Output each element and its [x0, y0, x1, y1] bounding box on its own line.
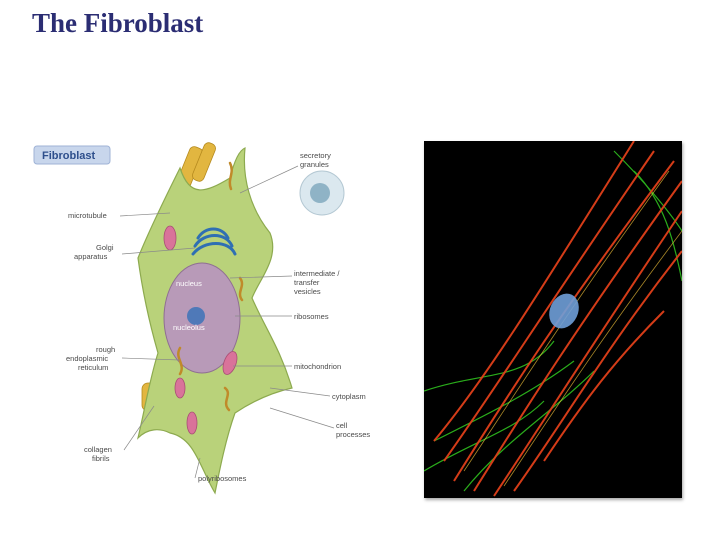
label-ribosomes: ribosomes: [294, 312, 329, 321]
nucleolus-label: nucleolus: [173, 323, 205, 332]
label-cytoplasm: cytoplasm: [332, 392, 366, 401]
fibroblast-diagram: Fibroblast nucleus nucleolus: [30, 138, 395, 508]
slide-title: The Fibroblast: [32, 8, 204, 38]
label-golgi-1: Golgi: [96, 243, 114, 252]
secretory-granule: [299, 170, 345, 216]
label-microtubule: microtubule: [68, 211, 107, 220]
leader-lines: [119, 165, 335, 479]
label-intermediate-1: intermediate /: [294, 269, 340, 278]
golgi-apparatus: [191, 227, 237, 256]
nucleus: nucleus nucleolus: [163, 262, 241, 374]
diagram-labels: secretory granules microtubule Golgi app…: [66, 151, 370, 483]
label-golgi-2: apparatus: [74, 252, 108, 261]
label-polyribosomes: polyribosomes: [198, 474, 247, 483]
mitochondria: [163, 225, 238, 435]
label-cell-processes-2: processes: [336, 430, 370, 439]
label-rough-er-3: reticulum: [78, 363, 108, 372]
actin-fibers: [433, 141, 682, 497]
label-collagen-2: fibrils: [92, 454, 110, 463]
label-cell-processes-1: cell: [336, 421, 348, 430]
badge-label: Fibroblast: [42, 150, 96, 162]
nucleus-label: nucleus: [176, 279, 202, 288]
label-mitochondrion: mitochondrion: [294, 362, 341, 371]
label-rough-er-1: rough: [96, 345, 115, 354]
rough-er: [177, 161, 244, 412]
label-intermediate-2: transfer: [294, 278, 320, 287]
diagram-badge: Fibroblast: [33, 145, 111, 165]
label-collagen-1: collagen: [84, 445, 112, 454]
label-secretory-granules-1: secretory: [300, 151, 331, 160]
label-secretory-granules-2: granules: [300, 160, 329, 169]
label-rough-er-2: endoplasmic: [66, 354, 108, 363]
fibroblast-micrograph: [424, 141, 682, 498]
cell-nucleus: [549, 293, 579, 329]
label-intermediate-3: vesicles: [294, 287, 321, 296]
tubulin-network: [424, 150, 682, 492]
